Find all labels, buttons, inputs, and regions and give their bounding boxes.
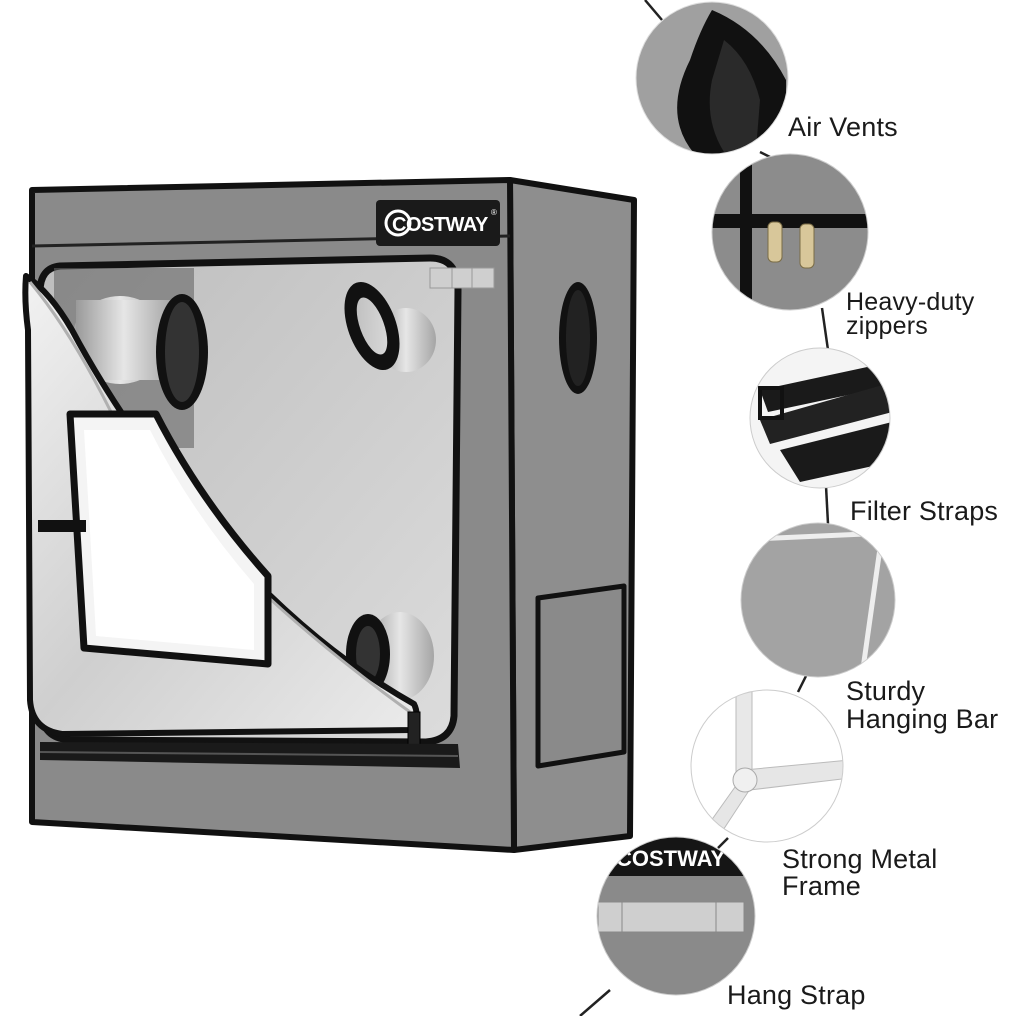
grow-tent: COSTWAY ® — [22, 177, 637, 853]
interior-duct-top — [344, 282, 436, 372]
feature-label-metal-frame: Strong Metal Frame — [782, 844, 938, 901]
feature-label-air-vents: Air Vents — [788, 112, 898, 142]
feature-label-hang-strap: Hang Strap — [727, 980, 866, 1010]
side-pocket — [535, 583, 627, 769]
interior-duct-left — [72, 294, 208, 410]
leader-lines — [579, 0, 830, 1016]
detail-hanging-bar — [740, 522, 896, 678]
detail-air-vent — [635, 1, 789, 155]
detail-filter-straps — [749, 347, 891, 489]
feature-label-hanging-bar: Sturdy Hanging Bar — [846, 676, 999, 734]
svg-text:®: ® — [491, 208, 497, 217]
feature-label-filter-straps: Filter Straps — [850, 496, 999, 526]
detail-metal-frame — [690, 689, 844, 843]
brand-logo: COSTWAY ® — [376, 200, 500, 246]
detail-zippers — [711, 153, 869, 311]
feature-label-zippers: Heavy-duty zippers — [846, 288, 975, 340]
brand-logo-text: COSTWAY — [392, 214, 489, 236]
detail-logo-text: COSTWAY — [616, 846, 726, 871]
velcro-strip — [429, 267, 495, 289]
